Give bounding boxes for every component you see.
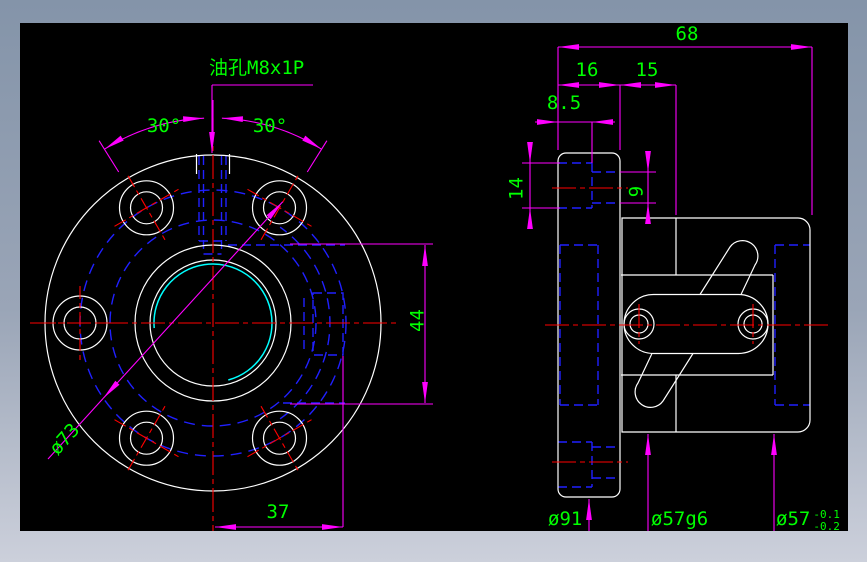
dim-pilot-diameter: ø57g6	[651, 508, 709, 530]
oil-hole-label: 油孔M8x1P	[209, 57, 305, 79]
dim-counterbore-diameter: 14	[505, 177, 528, 200]
drawing-geometry	[30, 44, 832, 531]
dim-body-tolerance: -0.1-0.2	[813, 508, 840, 534]
dim-body-diameter-value: ø57	[776, 508, 811, 530]
body-outline	[621, 217, 811, 433]
dim-body-tolerance-lower: -0.2	[813, 520, 840, 534]
bolt-hole-240	[114, 405, 179, 471]
dim-flange-diameter: ø91	[548, 508, 583, 530]
side-hidden-lines	[558, 162, 810, 488]
dim-bolt-hole-diameter: 9	[625, 185, 648, 198]
dim-slot-offset: 37	[266, 501, 290, 523]
side-centerlines	[545, 187, 832, 463]
bolt-hole-300	[247, 405, 312, 471]
front-view-geometry	[30, 84, 433, 531]
dim-bore-width: 44	[406, 309, 429, 332]
dim-hole-offset: 8.5	[546, 92, 582, 114]
dim-angle-left: 30°	[146, 115, 182, 137]
oil-hole-notch	[195, 154, 231, 174]
dim-body-diameter: ø57-0.1-0.2	[776, 508, 840, 534]
hidden-side-hole	[303, 292, 344, 356]
drawing-canvas[interactable]: 油孔M8x1P 30° 30° 44 37 ø73 68 16 15 8.5 1…	[20, 23, 848, 534]
dim-flange-thickness: 16	[575, 59, 599, 81]
lever-tab-top	[699, 240, 759, 295]
front-dimensions	[47, 84, 433, 530]
side-dimensions	[522, 44, 813, 531]
side-view-geometry	[522, 44, 832, 531]
hidden-pilot-circle	[109, 219, 317, 427]
front-centerlines	[30, 118, 397, 531]
lever-boss	[623, 293, 769, 355]
dim-neck-length: 15	[635, 59, 659, 81]
dim-overall-length: 68	[675, 23, 699, 45]
dim-angle-right: 30°	[252, 115, 288, 137]
lever-tab-bottom	[634, 353, 694, 408]
dim-body-tolerance-upper: -0.1	[813, 508, 840, 521]
